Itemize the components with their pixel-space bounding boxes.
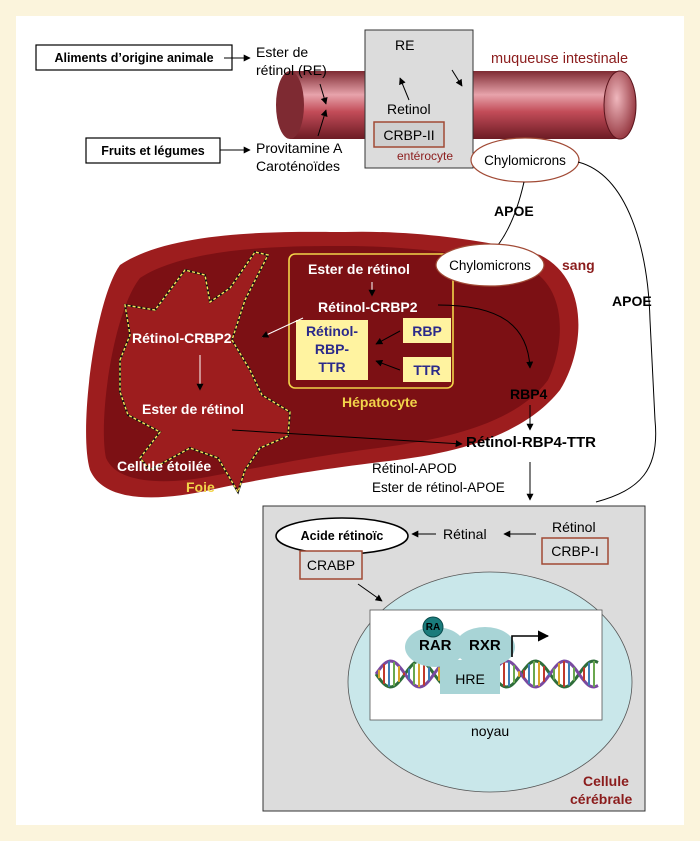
ttr-box	[403, 357, 451, 382]
intestine-mucosa-label: muqueuse intestinale	[491, 51, 629, 67]
liver-label: Foie	[186, 479, 215, 495]
crabp-label: CRABP	[306, 557, 356, 573]
fruits-box	[85, 137, 221, 164]
arrow-re-out	[451, 69, 463, 87]
apoe-label-2: APOE	[612, 293, 652, 309]
ttr-label: TTR	[413, 361, 441, 378]
retinol-intestine-label: Retinol	[387, 101, 431, 117]
rbp-label: RBP	[412, 322, 442, 339]
chylomicrons-blood-ellipse	[435, 243, 545, 287]
rar-label: RAR	[419, 637, 452, 654]
arrow-provitamin-to-intestine	[317, 109, 328, 137]
rbp4-label: RBP4	[510, 386, 548, 402]
arrow-ttr-to-complex	[375, 359, 401, 371]
arrow-rbp-to-complex	[375, 330, 401, 345]
ester-apoe-label: Ester de rétinol-APOE	[372, 480, 505, 495]
arrow-hepatocyte-to-stellate	[261, 317, 304, 338]
hre-label: HRE	[455, 671, 485, 687]
stellate-cell-membrane	[119, 251, 291, 494]
retinyl-ester-line2: rétinol (RE)	[256, 62, 327, 78]
arrow-stellate-to-complex	[231, 429, 463, 448]
arrow-retinol-to-re	[399, 77, 410, 101]
complex-box	[296, 320, 368, 380]
retinol-apod-label: Rétinol-APOD	[372, 461, 457, 476]
chylomicrons-intestine-label: Chylomicrons	[484, 152, 566, 168]
provitamin-line1: Provitamine A	[256, 140, 343, 156]
arrow-crabp-to-nucleus	[357, 583, 383, 602]
hepatocyte-retinol-crbp2-label: Rétinol-CRBP2	[318, 299, 418, 315]
ra-ligand-circle	[422, 616, 444, 638]
hepatocyte-box	[288, 253, 454, 389]
ra-label: RA	[425, 621, 441, 633]
rar-shape	[405, 627, 465, 667]
stellate-ester-label: Ester de rétinol	[142, 401, 244, 417]
enterocyte-label: entérocyte	[397, 149, 454, 163]
brain-retinol-label: Rétinol	[552, 519, 596, 535]
transcription-arrow	[511, 630, 550, 657]
crabp-box	[299, 550, 363, 580]
stellate-cell-label: Cellule étoilée	[117, 458, 212, 474]
chylomicrons-intestine-ellipse	[470, 137, 580, 183]
arrow-hepatocyte-to-rbp4	[437, 304, 534, 369]
arrow-ester-to-intestine	[319, 83, 328, 105]
path-chylo-to-brain	[577, 161, 657, 503]
nucleus-label: noyau	[471, 723, 510, 739]
crbp2-intestine-label: CRBP-II	[383, 126, 435, 143]
complex-label-line2: RBP-	[314, 341, 350, 357]
retinyl-ester-line1: Ester de	[256, 44, 309, 60]
chylomicrons-blood-label: Chylomicrons	[449, 257, 531, 273]
fruits-label: Fruits et légumes	[101, 143, 205, 158]
crbp1-label: CRBP-I	[551, 543, 599, 559]
rxr-label: RXR	[469, 637, 501, 654]
apoe-label-1: APOE	[494, 203, 534, 219]
crbp2-intestine-box	[373, 121, 445, 148]
re-label: RE	[395, 37, 415, 53]
stellate-retinol-crbp2-label: Rétinol-CRBP2	[132, 330, 232, 346]
retinoic-acid-label: Acide rétinoïc	[300, 529, 384, 543]
brain-cell-title-line1: Cellule	[583, 773, 629, 789]
rxr-shape	[455, 627, 515, 667]
animal-food-label: Aliments d’origine animale	[54, 50, 214, 65]
brain-cell-title-line2: cérébrale	[570, 791, 633, 807]
complex-label-line1: Rétinol-	[305, 323, 359, 339]
rbp-box	[403, 318, 451, 343]
provitamin-line2: Caroténoïdes	[256, 158, 341, 174]
complex-label-line3: TTR	[318, 359, 346, 375]
hepatocyte-label: Hépatocyte	[342, 394, 418, 410]
hepatocyte-ester-label: Ester de rétinol	[308, 261, 410, 277]
crbp1-box	[541, 537, 609, 565]
retinol-rbp4-ttr-label: Rétinol-RBP4-TTR	[466, 434, 596, 451]
blood-label: sang	[562, 257, 595, 273]
retinal-label: Rétinal	[443, 526, 487, 542]
